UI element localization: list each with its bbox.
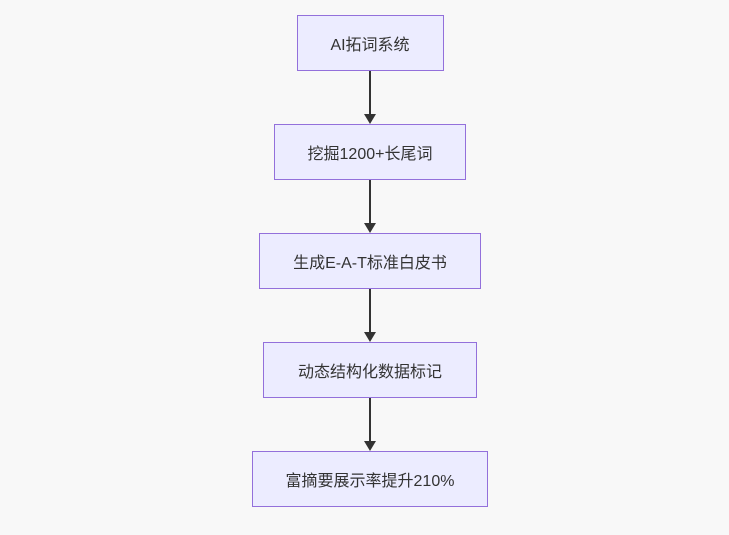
node-label: 动态结构化数据标记	[297, 364, 442, 381]
arrowhead-icon	[364, 332, 376, 342]
arrow-line	[369, 180, 371, 224]
flowchart-node-longtail-mining: 挖掘1200+长尾词	[274, 124, 466, 180]
arrowhead-icon	[364, 441, 376, 451]
node-label: 富摘要展示率提升210%	[285, 473, 455, 490]
flowchart-node-structured-data: 动态结构化数据标记	[263, 342, 477, 398]
arrowhead-icon	[364, 114, 376, 124]
arrow-down-icon	[364, 180, 376, 233]
arrow-line	[369, 71, 371, 115]
flowchart-node-rich-snippet-result: 富摘要展示率提升210%	[252, 451, 488, 507]
flowchart-node-ai-word-system: AI拓词系统	[296, 15, 444, 71]
node-label: 生成E-A-T标准白皮书	[293, 255, 447, 272]
node-label: AI拓词系统	[330, 37, 410, 54]
arrow-down-icon	[364, 289, 376, 342]
flowchart-node-eat-whitepaper: 生成E-A-T标准白皮书	[259, 233, 481, 289]
flowchart: AI拓词系统 挖掘1200+长尾词 生成E-A-T标准白皮书 动态结构化数据标记	[252, 15, 488, 507]
arrow-line	[369, 398, 371, 442]
arrow-line	[369, 289, 371, 333]
arrow-down-icon	[364, 398, 376, 451]
arrowhead-icon	[364, 223, 376, 233]
arrow-down-icon	[364, 71, 376, 124]
node-label: 挖掘1200+长尾词	[307, 146, 433, 163]
